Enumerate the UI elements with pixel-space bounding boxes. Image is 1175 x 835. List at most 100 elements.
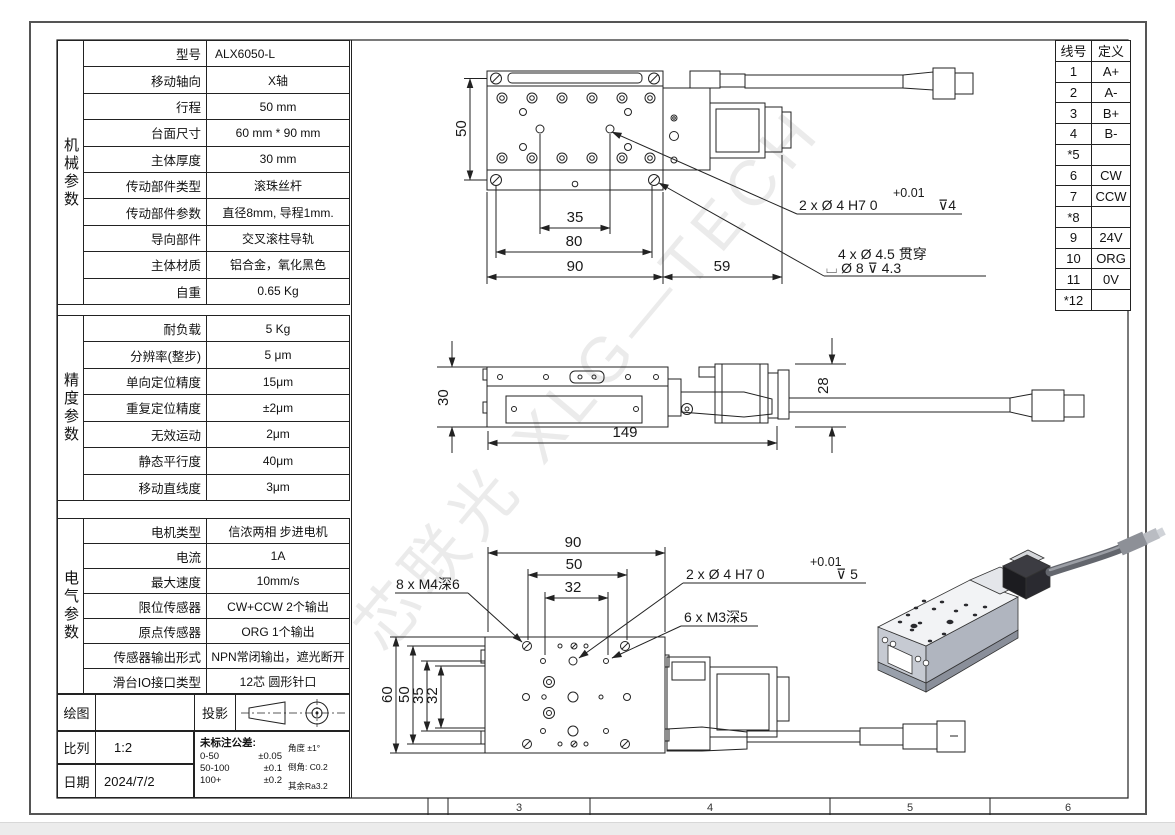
table-row: 传动部件参数直径8mm, 导程1mm. bbox=[84, 199, 349, 226]
projection-label: 投影 bbox=[195, 695, 236, 730]
tolerance-row: 100+ ±0.2 bbox=[200, 775, 282, 786]
spec-label: 传动部件类型 bbox=[84, 173, 207, 199]
zone-label: 4 bbox=[707, 802, 713, 814]
side-view-dims bbox=[437, 338, 846, 453]
dim-32b: 32 bbox=[565, 579, 582, 596]
projection-symbol-cell bbox=[236, 695, 349, 730]
spec-label: 原点传感器 bbox=[84, 619, 207, 643]
wire-no: 3 bbox=[1056, 103, 1092, 124]
wire-def: 0V bbox=[1103, 271, 1119, 287]
zone-strip bbox=[427, 798, 991, 815]
spec-value: 交叉滚柱导轨 bbox=[241, 232, 314, 247]
dim-80: 80 bbox=[566, 233, 583, 250]
table-row: 型号 ALX6050-L bbox=[84, 41, 349, 68]
wire-no: 10 bbox=[1056, 248, 1092, 269]
spec-label: 传感器输出形式 bbox=[84, 644, 207, 668]
group-label: 机械参数 bbox=[62, 136, 79, 209]
spec-value: 3μm bbox=[266, 480, 290, 495]
spec-label: 分辨率(整步) bbox=[84, 342, 207, 368]
group-label-cell: 精度参数 bbox=[58, 316, 84, 500]
spec-value: ALX6050-L bbox=[215, 46, 276, 61]
bottom-view-dims bbox=[390, 547, 866, 754]
zone-label: 5 bbox=[907, 802, 913, 814]
tol-value: ±0.2 bbox=[263, 775, 282, 786]
spec-label: 电流 bbox=[84, 544, 207, 568]
m3-note: 6 x M3深5 bbox=[684, 609, 748, 625]
table-row: 导向部件交叉滚柱导轨 bbox=[84, 225, 349, 253]
top-view-drawing bbox=[486, 67, 974, 191]
dim-90b: 90 bbox=[565, 534, 582, 551]
wire-table-header: 线号 定义 bbox=[1056, 41, 1130, 62]
spec-value: 40μm bbox=[262, 453, 294, 468]
wire-row: *8 bbox=[1056, 207, 1130, 228]
tolerance-row: 0-50±0.05 bbox=[200, 751, 282, 762]
spec-value: 信浓两相 步进电机 bbox=[228, 524, 328, 539]
wire-no: *12 bbox=[1056, 290, 1092, 310]
dim-60v: 60 bbox=[379, 686, 396, 703]
first-angle-projection-icon bbox=[240, 698, 345, 727]
wire-no: 2 bbox=[1056, 82, 1092, 103]
spec-value: ±2μm bbox=[262, 400, 294, 415]
spec-label: 主体厚度 bbox=[84, 146, 207, 173]
outer-frame bbox=[29, 21, 1147, 815]
date-label: 日期 bbox=[58, 765, 96, 797]
spec-value: 5 Kg bbox=[265, 321, 291, 336]
pin-note-b: 2 x Ø 4 H7 0 bbox=[686, 566, 765, 582]
tol-value: ±0.1 bbox=[263, 763, 282, 774]
dim-50v: 50 bbox=[396, 686, 413, 703]
spec-label: 最大速度 bbox=[84, 569, 207, 593]
spec-label: 型号 bbox=[84, 41, 207, 67]
dim-50b: 50 bbox=[566, 556, 583, 573]
tolerance-title: 未标注公差: bbox=[200, 737, 256, 749]
chamfer-note: 倒角: C0.2 bbox=[288, 761, 328, 772]
wire-def: CW bbox=[1100, 167, 1122, 183]
table-row: 重复定位精度±2μm bbox=[84, 395, 349, 422]
tol-range: 100+ bbox=[200, 775, 222, 786]
dim-59: 59 bbox=[714, 258, 731, 275]
scale-value: 1:2 bbox=[114, 740, 133, 755]
spec-value: 1A bbox=[270, 549, 286, 563]
wire-def-header: 定义 bbox=[1097, 44, 1124, 60]
title-block-row-scale: 比列 1:2 bbox=[57, 731, 194, 764]
title-block-row-draw: 绘图 投影 bbox=[57, 694, 350, 731]
dim-149: 149 bbox=[612, 424, 637, 441]
tol-range: 50-100 bbox=[200, 763, 230, 774]
zone-label: 3 bbox=[516, 802, 522, 814]
spec-value: X轴 bbox=[267, 73, 288, 88]
pin-note: 2 x Ø 4 H7 0 bbox=[799, 197, 878, 213]
tol-range: 0-50 bbox=[200, 751, 220, 762]
surface-finish-note: 其余Ra3.2 bbox=[288, 780, 328, 791]
top-view-dims bbox=[464, 78, 986, 284]
spec-value: 滚珠丝杆 bbox=[253, 179, 302, 194]
wire-def bbox=[1092, 290, 1130, 310]
tolerance-row: 50-100 ±0.1 bbox=[200, 763, 282, 774]
spec-label: 无效运动 bbox=[84, 421, 207, 448]
wire-no: *8 bbox=[1056, 207, 1092, 227]
table-row: 电流 1A bbox=[84, 544, 349, 569]
spec-label: 行程 bbox=[84, 93, 207, 120]
wire-no: *5 bbox=[1056, 144, 1092, 165]
wire-no: 11 bbox=[1056, 269, 1092, 290]
spec-value: 50 mm bbox=[259, 99, 297, 114]
window-bottom-bar bbox=[0, 822, 1175, 835]
dim-90: 90 bbox=[567, 258, 584, 275]
pin-note-b-tolerance: +0.01 bbox=[810, 555, 842, 569]
group-label: 电气参数 bbox=[62, 570, 79, 642]
spec-value: 2μm bbox=[266, 427, 290, 442]
tolerance-box: 未标注公差: 0-50±0.05 50-100±0.1 100+±0.2 角度 … bbox=[194, 731, 350, 798]
zone-label: 6 bbox=[1065, 802, 1071, 814]
bottom-view-drawing bbox=[480, 636, 966, 754]
spec-label: 耐负载 bbox=[84, 316, 207, 342]
wire-def: CCW bbox=[1095, 188, 1127, 204]
